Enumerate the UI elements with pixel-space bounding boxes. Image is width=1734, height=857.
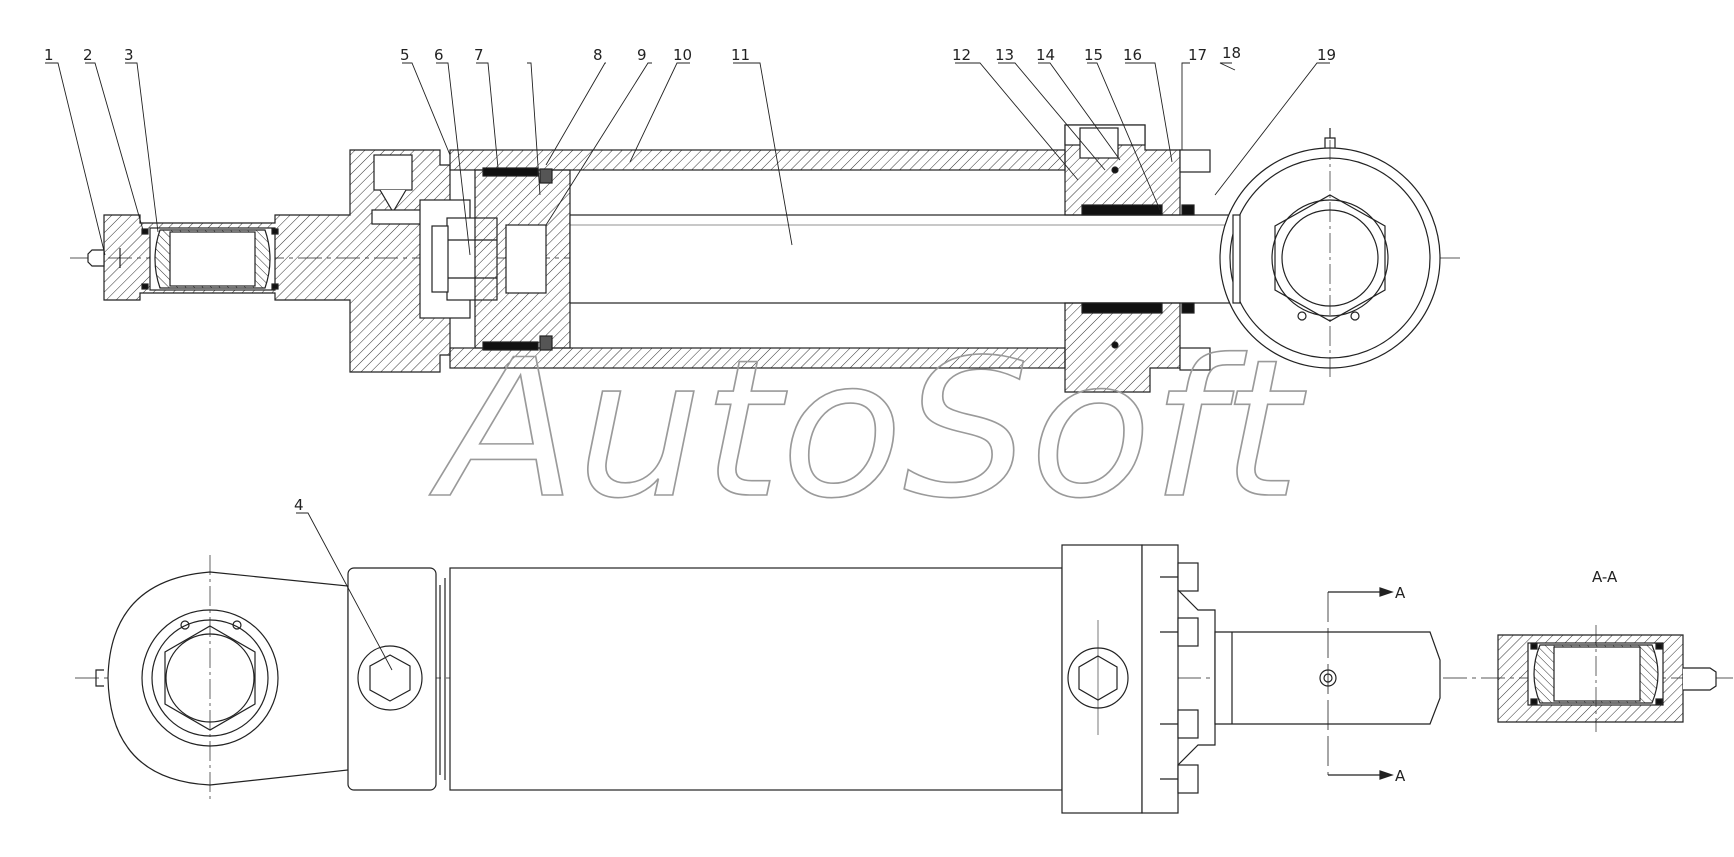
callout-11: 11 (731, 46, 750, 64)
callout-9: 9 (637, 46, 647, 64)
callout-17: 17 (1188, 46, 1207, 64)
watermark-logo: AutoSoft (428, 319, 1306, 540)
bottom-head-port (357, 645, 423, 711)
bottom-cylinder-tube (449, 567, 1063, 791)
callout-1: 1 (44, 46, 54, 64)
leader-lines (45, 62, 1330, 671)
callout-labels: 1 2 3 4 5 6 7 8 9 10 11 12 13 14 15 16 1… (44, 44, 1618, 785)
callout-19: 19 (1317, 46, 1336, 64)
grease-nipple-left (87, 249, 105, 267)
callout-3: 3 (124, 46, 134, 64)
callout-10: 10 (673, 46, 692, 64)
bottom-exterior-view (75, 544, 1734, 814)
section-marker-bottom: A (1395, 767, 1406, 785)
callout-5: 5 (400, 46, 410, 64)
bottom-left-eye (107, 571, 349, 786)
section-title: A-A (1592, 568, 1618, 586)
cylinder-tube-top-wall (449, 149, 1066, 171)
callout-15: 15 (1084, 46, 1103, 64)
callout-8: 8 (593, 46, 603, 64)
callout-18: 18 (1222, 44, 1241, 62)
callout-16: 16 (1123, 46, 1142, 64)
section-marker-top: A (1395, 584, 1406, 602)
section-a-a-view (1497, 625, 1717, 732)
callout-7: 7 (474, 46, 484, 64)
callout-4: 4 (294, 496, 304, 514)
top-sectional-view (70, 124, 1460, 393)
bottom-gland-flange (1061, 544, 1143, 814)
callout-13: 13 (995, 46, 1014, 64)
callout-12: 12 (952, 46, 971, 64)
callout-6: 6 (434, 46, 444, 64)
callout-14: 14 (1036, 46, 1055, 64)
top-port-boss (373, 154, 413, 191)
bottom-head-block (347, 567, 437, 791)
bottom-piston-rod (1214, 631, 1441, 725)
callout-2: 2 (83, 46, 93, 64)
left-bearing-inner (169, 231, 256, 287)
piston-rod (569, 214, 1236, 304)
rod-gland-lower (1064, 302, 1181, 393)
